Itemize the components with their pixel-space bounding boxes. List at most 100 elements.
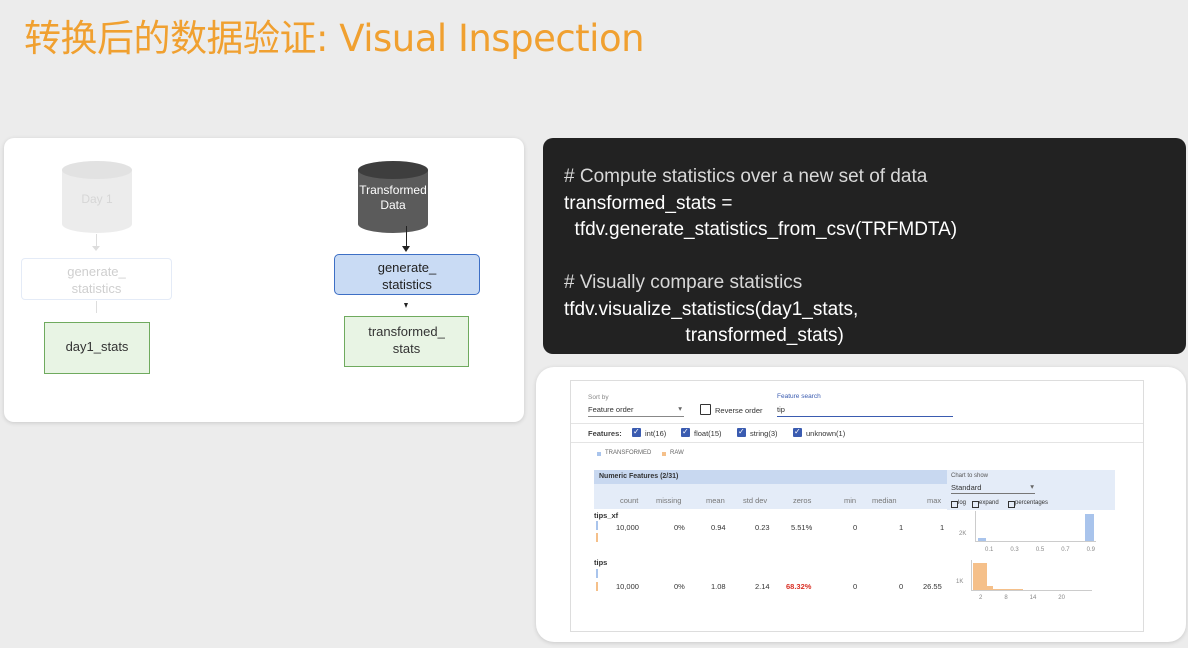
sort-by-select[interactable]: Feature order ▾	[588, 404, 684, 417]
legend-raw: RAW	[670, 450, 684, 456]
column-header: missing	[656, 496, 682, 505]
transformed-data-label: Transformed Data	[359, 183, 427, 212]
stat-max: 1	[940, 523, 945, 532]
feature-type-label: int(16)	[645, 429, 667, 438]
raw-marker	[596, 533, 598, 542]
stat-std-dev: 0.23	[755, 523, 770, 532]
reverse-order-label: Reverse order	[715, 406, 763, 415]
column-header: count	[620, 496, 639, 505]
raw-marker	[596, 582, 598, 591]
percentages-checkbox[interactable]	[1008, 501, 1015, 508]
chart-options-panel	[947, 470, 1115, 510]
stat-mean: 1.08	[711, 582, 726, 591]
legend-swatch-raw	[662, 452, 666, 456]
column-header: median	[872, 496, 897, 505]
histogram-tips-xf	[975, 511, 1096, 542]
code-line: transformed_stats)	[564, 325, 844, 346]
code-line	[564, 244, 1186, 271]
expand-checkbox[interactable]	[972, 501, 979, 508]
stat-zeros: 5.51%	[791, 523, 813, 532]
feature-type-label: string(3)	[750, 429, 778, 438]
column-header: zeros	[793, 496, 812, 505]
histogram-y-label: 2K	[959, 531, 967, 537]
tick-label: 14	[1029, 595, 1037, 601]
section-title: Numeric Features (2/31)	[599, 473, 679, 480]
column-header-bar	[594, 484, 947, 509]
tick-label: 0.1	[985, 547, 994, 553]
features-label: Features:	[588, 429, 622, 438]
day1-data-cylinder: Day 1	[61, 160, 133, 234]
histogram-tips	[971, 560, 1092, 591]
legend-transformed: TRANSFORMED	[605, 450, 652, 456]
tick-label: 0.9	[1086, 547, 1095, 553]
chart-to-show-select[interactable]: Standard ▾	[951, 482, 1035, 494]
tick-label: 0.5	[1035, 547, 1045, 553]
column-header: std dev	[743, 496, 768, 505]
log-checkbox[interactable]	[951, 501, 958, 508]
stat-missing: 0%	[674, 582, 685, 591]
stat-median: 1	[899, 523, 904, 532]
code-line: tfdv.generate_statistics_from_csv(TRFMDT…	[564, 219, 958, 240]
sort-by-value: Feature order	[588, 405, 634, 414]
legend-swatch-transformed	[597, 452, 601, 456]
chart-to-show-label: Chart to show	[951, 473, 989, 479]
histogram-x-ticks: 2 8 14 20	[979, 595, 1065, 601]
tick-label: 0.7	[1061, 547, 1070, 553]
code-snippet-card: # Compute statistics over a new set of d…	[543, 138, 1186, 354]
reverse-order-checkbox[interactable]	[700, 404, 711, 415]
chevron-down-icon: ▾	[1030, 482, 1034, 491]
pipeline-diagram-card: Day 1 generate_ statistics day1_stats Tr…	[4, 138, 524, 422]
page-title: 转换后的数据验证: Visual Inspection	[24, 17, 645, 60]
code-line: tfdv.visualize_statistics(day1_stats,	[564, 298, 859, 320]
day1-stats-doc: day1_stats	[44, 322, 150, 374]
chevron-down-icon: ▾	[678, 404, 682, 413]
stat-max: 26.55	[923, 582, 942, 591]
histogram-y-label: 1K	[956, 579, 964, 585]
stat-count: 10,000	[616, 523, 639, 532]
feature-type-checkbox-float[interactable]	[681, 427, 690, 437]
column-header: min	[844, 496, 857, 505]
stat-zeros-warning: 68.32%	[786, 582, 812, 591]
chart-to-show-value: Standard	[951, 483, 982, 492]
stat-median: 0	[899, 582, 904, 591]
stat-count: 10,000	[616, 582, 639, 591]
tick-label: 0.3	[1010, 547, 1019, 553]
feature-name: tips	[594, 558, 608, 567]
stat-std-dev: 2.14	[755, 582, 770, 591]
database-icon	[358, 161, 428, 233]
transformed-data-cylinder: Transformed Data	[357, 160, 429, 234]
sort-by-label: Sort by	[588, 394, 609, 401]
feature-type-checkbox-int[interactable]	[632, 427, 641, 437]
tick-label: 2	[979, 595, 983, 601]
feature-type-checkbox-string[interactable]	[737, 427, 746, 437]
code-line: # Compute statistics over a new set of d…	[564, 166, 928, 187]
day1-label: Day 1	[81, 192, 113, 206]
percentages-label: percentages	[1015, 500, 1049, 506]
section-header	[594, 470, 947, 484]
log-label: log	[958, 500, 967, 506]
feature-name: tips_xf	[594, 511, 619, 520]
left-generate-statistics-box: generate_ statistics	[21, 258, 172, 300]
feature-type-label: float(15)	[694, 429, 722, 438]
stat-min: 0	[853, 582, 858, 591]
facets-overview-panel: Sort by Feature order ▾ Reverse order Fe…	[570, 380, 1144, 632]
database-icon	[62, 161, 132, 233]
feature-search-label: Feature search	[777, 393, 821, 400]
tick-label: 20	[1058, 595, 1065, 601]
column-header: mean	[706, 496, 725, 505]
column-header: max	[927, 496, 942, 505]
feature-type-label: unknown(1)	[806, 429, 846, 438]
stat-mean: 0.94	[711, 523, 726, 532]
tick-label: 8	[1004, 595, 1008, 601]
transformed-marker	[596, 521, 598, 530]
stat-min: 0	[853, 523, 858, 532]
transformed-stats-doc: transformed_ stats	[344, 316, 469, 367]
code-line: # Visually compare statistics	[564, 272, 803, 293]
code-line: transformed_stats =	[564, 192, 733, 214]
transformed-marker	[596, 569, 598, 578]
right-generate-statistics-box: generate_ statistics	[334, 254, 480, 295]
feature-type-checkbox-unknown[interactable]	[793, 427, 802, 437]
histogram-x-ticks: 0.1 0.3 0.5 0.7 0.9	[985, 547, 1095, 553]
feature-search-input[interactable]: tip	[777, 405, 953, 417]
stat-missing: 0%	[674, 523, 685, 532]
